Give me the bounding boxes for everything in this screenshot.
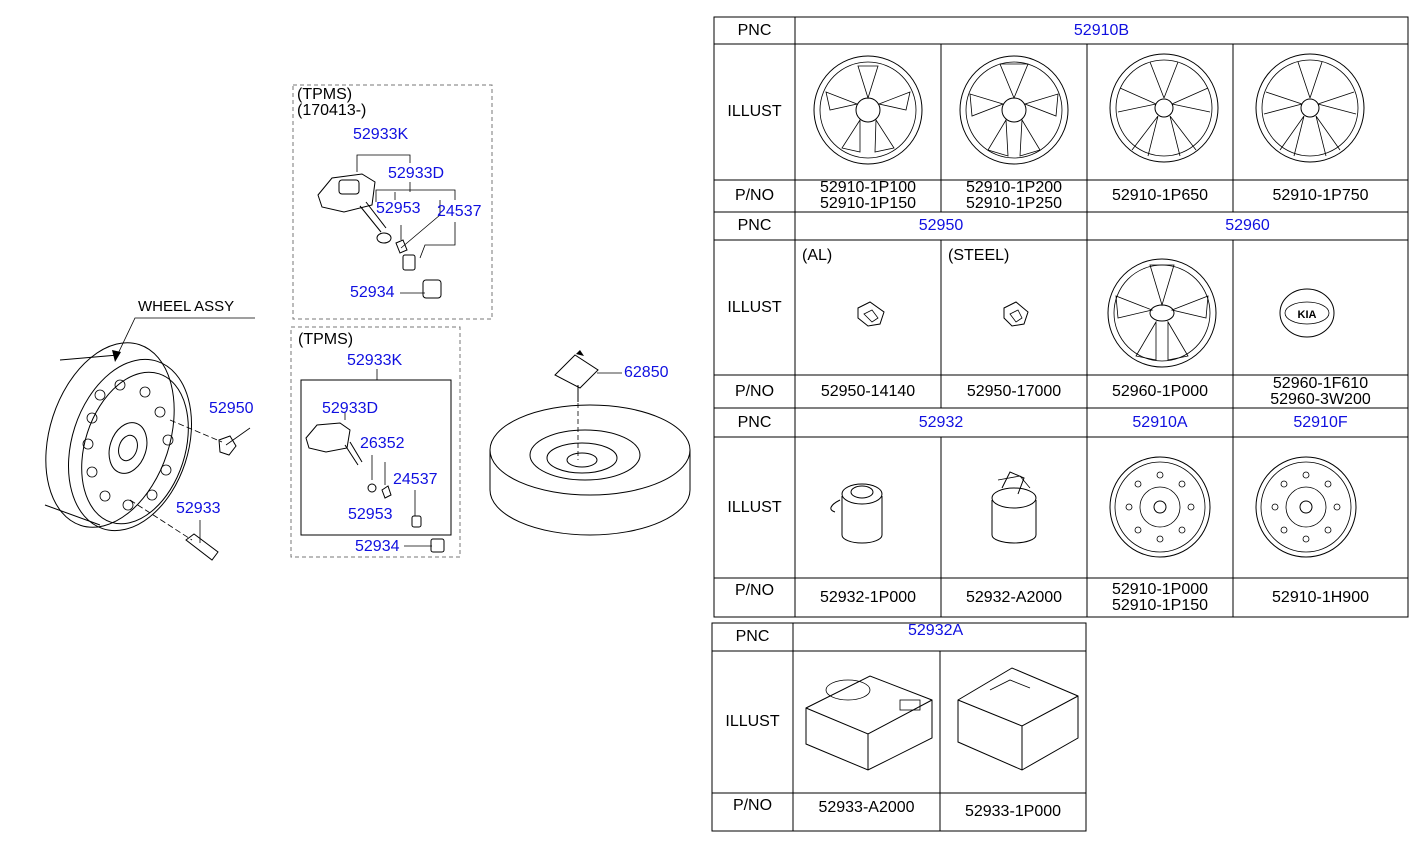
s4-illust-label: ILLUST [725, 713, 780, 730]
pno-value: 52950-14140 [820, 382, 916, 400]
s1-pno-cell-3: 52910-1P650 [1087, 180, 1233, 212]
pno-value: 52910-1H900 [1272, 588, 1369, 606]
s2-illust-label: ILLUST [727, 298, 782, 316]
s1-pno-cell-4: 52910-1P750 [1233, 180, 1408, 212]
alloy-wheel-1P100-drawing [813, 55, 923, 165]
s3-illust-label: ILLUST [727, 498, 782, 516]
s3-pno-label: P/NO [734, 582, 775, 599]
tpms2-title: (TPMS) [298, 331, 354, 348]
wheel-assy-label: WHEEL ASSY [138, 298, 235, 315]
s4-pno-cell-2: 52933-1P000 [940, 793, 1086, 831]
tpms1-callout-52933K: 52933K [353, 126, 409, 143]
s2-pnc-value-a: 52950 [918, 217, 964, 234]
tpms-sensor-2-drawing [305, 422, 363, 466]
s4-pnc-value: 52932A [908, 622, 964, 639]
pno-value: 52932-1P000 [819, 588, 917, 606]
variant-al-label: (AL) [802, 247, 833, 264]
tpms2-callout-52934: 52934 [355, 538, 400, 555]
s3-pno-cell-1: 52932-1P000 [795, 578, 941, 617]
variant-steel-label: (STEEL) [948, 247, 1010, 264]
pno-value: 52910-1P250 [965, 195, 1063, 212]
pno-value: 52950-17000 [966, 382, 1062, 400]
s4-pnc-label: PNC [735, 628, 770, 645]
pno-value: 52933-A2000 [818, 799, 915, 816]
callout-52933: 52933 [176, 500, 221, 517]
s1-pno-cell-1: 52910-1P100 52910-1P150 [795, 180, 941, 212]
pno-value: 52910-1P150 [819, 195, 917, 212]
tpms1-callout-52953: 52953 [376, 200, 421, 217]
pno-value: 52960-3W200 [1270, 390, 1371, 408]
tpms2-callout-24537: 24537 [393, 471, 438, 488]
pno-value: 52910-1P150 [1111, 596, 1209, 614]
steel-wheel-52910A-drawing [1109, 456, 1211, 558]
steel-wheel-drawing [44, 342, 193, 532]
s3-pnc-value-a: 52932 [918, 413, 964, 431]
tpms1-title: (TPMS) [297, 86, 353, 103]
s1-pno-cell-2: 52910-1P200 52910-1P250 [941, 180, 1087, 212]
s3-pno-cell-4: 52910-1H900 [1233, 578, 1408, 617]
svg-text:KIA: KIA [1298, 309, 1317, 321]
s4-pno-cell-1: 52933-A2000 [793, 793, 940, 823]
tpms2-callout-52933D: 52933D [322, 400, 379, 417]
s3-pno-cell-3: 52910-1P000 52910-1P150 [1087, 578, 1233, 617]
s2-pno-cell-1: 52950-14140 [795, 375, 941, 408]
tpms-sensor-drawing [317, 173, 392, 244]
steel-lug-nut-drawing [1003, 301, 1029, 327]
compressor-1P000-drawing [957, 667, 1079, 771]
pno-value: 52960-1P000 [1111, 382, 1209, 400]
s3-pno-cell-2: 52932-A2000 [941, 578, 1087, 617]
tpms2-callout-52933K: 52933K [347, 352, 403, 369]
s3-pnc-label: PNC [737, 413, 772, 431]
pno-value: 52910-1P200 [965, 179, 1063, 196]
compressor-A2000-drawing [805, 675, 933, 771]
tpms1-callout-24537: 24537 [437, 203, 482, 220]
callout-52950: 52950 [209, 400, 254, 417]
s1-illust-label: ILLUST [727, 103, 782, 120]
valve-stem-drawing [185, 520, 219, 561]
alloy-wheel-52960-drawing [1107, 258, 1217, 368]
steel-wheel-52910F-drawing [1255, 456, 1357, 558]
alloy-wheel-1P650-drawing [1109, 53, 1219, 163]
pno-value: 52910-1P650 [1111, 187, 1209, 204]
tpms1-callout-52933D: 52933D [388, 165, 445, 182]
tpms2-callout-52953: 52953 [348, 506, 393, 523]
pno-value: 52910-1P100 [819, 179, 917, 196]
tpms2-callout-26352: 26352 [360, 435, 405, 452]
s1-pno-label: P/NO [734, 187, 775, 204]
s1-pnc-value: 52910B [1073, 21, 1130, 39]
s4-pno-label: P/NO [732, 797, 773, 814]
kia-hub-cap-drawing: KIA [1279, 288, 1335, 338]
s3-pnc-value-b: 52910A [1132, 413, 1188, 431]
pno-value: 52910-1P750 [1272, 187, 1369, 204]
pno-value: 52910-1P000 [1111, 580, 1209, 598]
spare-tire-drawing [489, 350, 691, 536]
tpms1-date: (170413-) [297, 102, 367, 119]
tpms1-callout-52934: 52934 [350, 284, 395, 301]
s3-pnc-value-c: 52910F [1293, 413, 1348, 431]
s2-pno-cell-4: 52960-1F610 52960-3W200 [1233, 375, 1408, 408]
s1-pnc-label: PNC [737, 21, 772, 39]
parts-table-grid [711, 16, 1409, 832]
callout-62850: 62850 [624, 364, 669, 381]
pno-value: 52960-1F610 [1272, 374, 1369, 392]
alloy-wheel-1P750-drawing [1255, 53, 1365, 163]
s2-pnc-value-b: 52960 [1225, 217, 1270, 234]
s2-pno-cell-2: 52950-17000 [941, 375, 1087, 408]
tire-repair-kit-1-drawing [830, 483, 883, 544]
s2-pno-label: P/NO [734, 382, 775, 400]
alloy-wheel-1P200-drawing [959, 55, 1069, 165]
lug-nut-drawing [218, 427, 251, 456]
tire-repair-kit-2-drawing [991, 471, 1037, 544]
pno-value: 52932-A2000 [965, 588, 1063, 606]
s2-pno-cell-3: 52960-1P000 [1087, 375, 1233, 408]
pno-value: 52933-1P000 [964, 803, 1062, 820]
s2-pnc-label: PNC [737, 217, 772, 234]
alloy-lug-nut-drawing [857, 301, 885, 327]
